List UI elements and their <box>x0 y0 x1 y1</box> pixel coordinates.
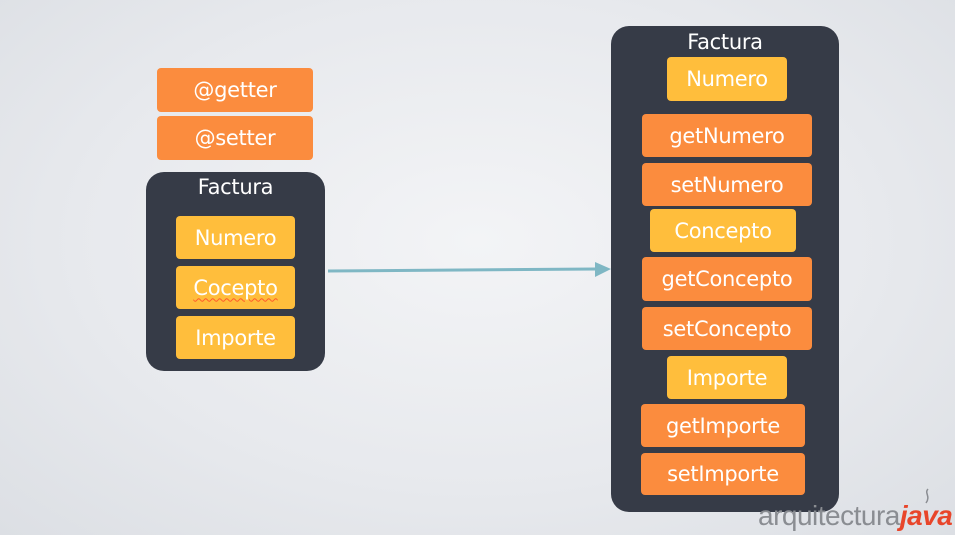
logo-text-accent: java <box>899 500 953 531</box>
member-getnumero-box: getNumero <box>642 114 812 157</box>
field-importe-box: Importe <box>176 316 295 359</box>
setter-annotation-label: @setter <box>194 126 276 150</box>
member-setconcepto-box: setConcepto <box>642 307 812 350</box>
field-numero-box: Numero <box>176 216 295 259</box>
member-importe-label: Importe <box>686 365 768 390</box>
arrow-shaft <box>327 267 597 273</box>
setter-annotation-box: @setter <box>157 116 313 160</box>
logo-text-plain: arquitectura <box>758 500 900 531</box>
member-getconcepto-box: getConcepto <box>642 257 812 301</box>
field-numero-label: Numero <box>194 225 277 250</box>
getter-annotation-label: @getter <box>193 78 277 102</box>
arquitecturajava-logo: arquitecturajava <box>758 499 953 533</box>
source-class-title: Factura <box>197 175 274 199</box>
member-setimporte-box: setImporte <box>641 453 805 495</box>
generated-class-panel: Factura Numero getNumero setNumero Conce… <box>611 26 839 512</box>
member-numero-label: Numero <box>686 67 768 91</box>
field-cocepto-box: Cocepto <box>176 266 295 309</box>
member-getimporte-box: getImporte <box>641 404 805 447</box>
coffee-steam-icon <box>925 488 929 504</box>
member-setconcepto-label: setConcepto <box>662 316 792 341</box>
member-importe-box: Importe <box>667 356 787 399</box>
source-class-panel: Factura Numero Cocepto Importe <box>146 172 325 371</box>
getter-annotation-box: @getter <box>157 68 313 112</box>
arrow-head <box>595 262 611 277</box>
member-setnumero-box: setNumero <box>642 163 812 206</box>
member-getconcepto-label: getConcepto <box>661 267 793 291</box>
member-concepto-label: Concepto <box>674 218 772 243</box>
member-getnumero-label: getNumero <box>669 123 785 148</box>
member-setimporte-label: setImporte <box>667 462 779 486</box>
member-concepto-box: Concepto <box>650 209 796 252</box>
field-cocepto-label: Cocepto <box>193 275 278 300</box>
member-getimporte-label: getImporte <box>665 413 781 438</box>
member-numero-box: Numero <box>667 57 787 101</box>
member-setnumero-label: setNumero <box>670 172 784 197</box>
field-importe-label: Importe <box>195 325 276 350</box>
generated-class-title: Factura <box>687 30 763 54</box>
